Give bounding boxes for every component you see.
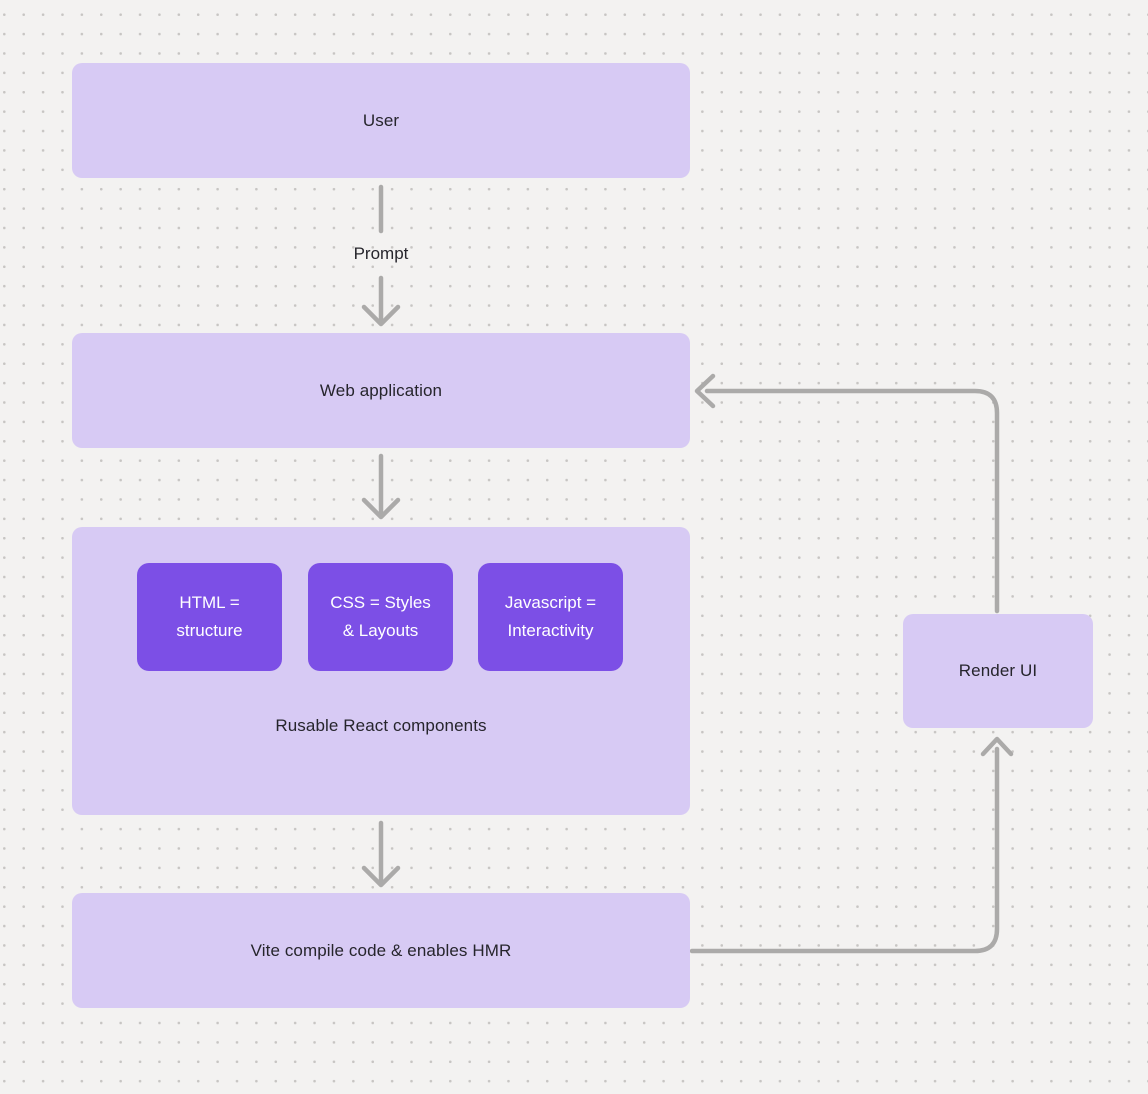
arrowhead-down-webapp-icon — [361, 304, 401, 327]
edge-render-to-webapp — [704, 388, 1000, 614]
component-box-html-line1: HTML = — [179, 593, 240, 612]
component-box-css-line1: CSS = Styles — [330, 593, 431, 612]
node-render-ui-label: Render UI — [958, 661, 1038, 680]
component-box-css-line2: & Layouts — [342, 621, 419, 640]
arrowhead-up-render-icon — [980, 736, 1014, 757]
node-vite: Vite compile code & enables HMR — [72, 893, 690, 1008]
arrowhead-left-webapp-icon — [694, 373, 716, 409]
arrowhead-down-components-icon — [361, 497, 401, 520]
edge-vite-to-render — [689, 746, 1000, 954]
component-box-css: CSS = Styles & Layouts — [308, 563, 453, 671]
node-web-application: Web application — [72, 333, 690, 448]
component-box-javascript-line1: Javascript = — [504, 593, 597, 612]
edge-prompt-label: Prompt — [353, 244, 409, 263]
component-box-html: HTML = structure — [137, 563, 282, 671]
node-vite-label: Vite compile code & enables HMR — [250, 940, 512, 960]
node-user: User — [72, 63, 690, 178]
component-box-html-line2: structure — [176, 621, 243, 640]
node-web-application-label: Web application — [319, 380, 443, 400]
components-group-label: Rusable React components — [275, 716, 487, 735]
node-render-ui: Render UI — [903, 614, 1093, 728]
component-box-javascript: Javascript = Interactivity — [478, 563, 623, 671]
components-group-box: HTML = structure CSS = Styles & Layouts … — [72, 527, 690, 815]
arrowhead-down-vite-icon — [361, 865, 401, 888]
component-box-javascript-line2: Interactivity — [507, 621, 594, 640]
node-user-label: User — [362, 110, 400, 130]
